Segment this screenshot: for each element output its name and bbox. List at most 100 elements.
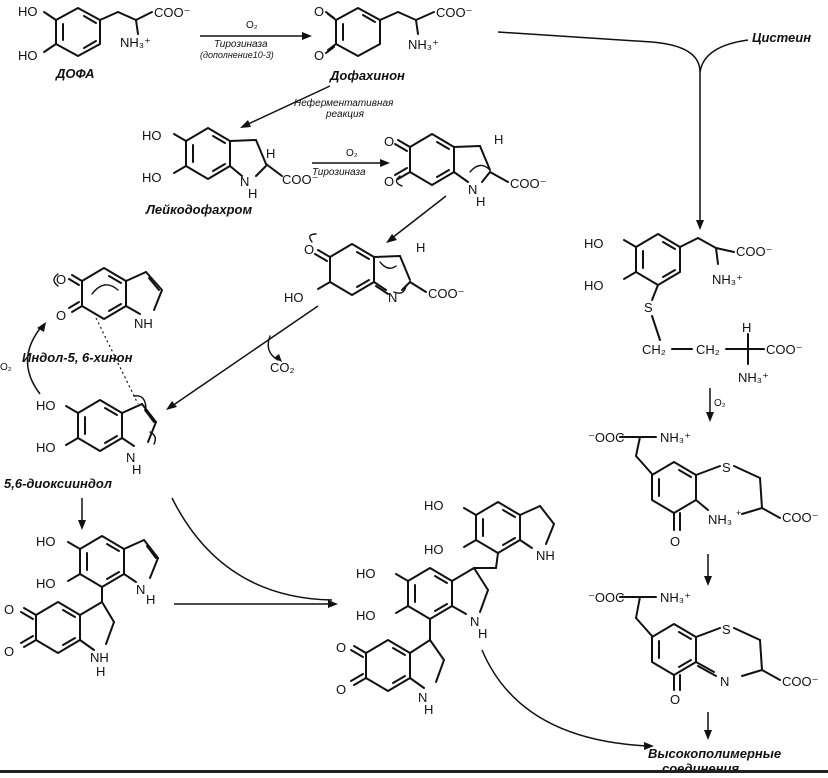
cysteine-label: Цистеин [752, 30, 811, 45]
dopaquinone-o-bottom: O [314, 48, 324, 63]
leucodopachrome-structure: HO HO N H H COO⁻ Лейкодофахром [142, 127, 318, 217]
dopaquinone-carboxylate: COO⁻ [436, 5, 472, 20]
supplement-note: (дополнение10-3) [200, 50, 274, 60]
trimer-ring3-n-h: H [424, 702, 433, 717]
quinone-o-top: O [384, 134, 394, 149]
indole-quinone-o-top: O [56, 272, 66, 287]
dihydroxyindole-n-h: H [132, 462, 141, 477]
dopa-amine: NH₃⁺ [120, 35, 151, 50]
indole-quinone-o-bottom: O [56, 308, 66, 323]
indole-quinone-structure: O O NH [53, 267, 163, 331]
leucodopachrome-ho-bottom: HO [142, 170, 162, 185]
quinone-o-bottom: O [384, 174, 394, 189]
arrow-dopa-to-dopaquinone: O₂ Тирозиназа (дополнение10-3) [200, 20, 312, 60]
cq-o: O [670, 534, 680, 549]
o2-label-3: O₂ [0, 362, 12, 373]
arrow-dopaquinone-to-leucodopachrome: Неферментативная реакция [240, 85, 394, 128]
cq-carboxylate: COO⁻ [782, 510, 818, 525]
leucodopachrome-nh-h: H [248, 186, 257, 201]
co2-label: CO₂ [270, 360, 295, 375]
arrow-dihydroxyindole-to-dimer [78, 498, 86, 530]
arrow-dopaquinone-to-cysteinyldopa: Цистеин [497, 30, 811, 230]
leucodopachrome-quinone-structure: O O N H H COO⁻ [384, 132, 546, 209]
arrow-dimer-to-trimer [171, 497, 338, 608]
nonenzymatic-line2: реакция [325, 109, 365, 120]
cysteinyl-quinone-structure: ⁻OOC NH₃⁺ S NH₃ + COO⁻ O [588, 430, 818, 549]
dopa-label: ДОФА [55, 66, 95, 81]
scan-edge-line [0, 770, 828, 773]
bt-minus-ooc: ⁻OOC [588, 590, 624, 605]
dihydroxyindole-label: 5,6-диоксииндол [4, 476, 112, 491]
nonenzymatic-line1: Неферментативная [294, 97, 394, 109]
dimer-o-bottom: O [4, 644, 14, 659]
arrow-dihydroxyindole-to-quinone: O₂ [0, 322, 46, 395]
tyrosinase-label-1: Тирозиназа [214, 39, 268, 50]
cq-s: S [722, 460, 731, 475]
bt-n: N [720, 674, 729, 689]
dopaquinone-label: Дофахинон [329, 68, 405, 83]
tyrosinase-label-2: Тирозиназа [312, 167, 366, 178]
quinone-h: H [494, 132, 503, 147]
cq-minus-ooc: ⁻OOC [588, 430, 624, 445]
trimer-ring2-ho-top: HO [356, 566, 376, 581]
arrow-benzothiazine-to-polymer [704, 712, 712, 740]
dimer-nh-bottom-h: H [96, 664, 105, 679]
dopachrome-ho: HO [284, 290, 304, 305]
trimer-ring2-n-h: H [478, 626, 487, 641]
cysteinyldopa-ho-bottom: HO [584, 278, 604, 293]
leucodopachrome-ho-top: HO [142, 128, 162, 143]
arrow-trimer-to-polymer [481, 649, 654, 750]
cysteinyldopa-amine-2: NH₃⁺ [738, 370, 769, 385]
cysteinyldopa-ch2-a: CH₂ [642, 342, 666, 357]
quinone-nh-h: H [476, 194, 485, 209]
arrow-cysteinyldopa-to-quinone: O₂ [706, 388, 726, 422]
trimer-structure: HO HO NH HO HO N H O O N H [336, 498, 555, 717]
bt-o: O [670, 692, 680, 707]
arrow-leucodopachrome-to-quinone: O₂ Тирозиназа [312, 148, 390, 178]
cysteinyldopa-h: H [742, 320, 751, 335]
dimer-nh-top-n: N [136, 582, 145, 597]
dopachrome-n: N [388, 290, 397, 305]
bt-carboxylate: COO⁻ [782, 674, 818, 689]
cysteinyldopa-ho-top: HO [584, 236, 604, 251]
trimer-ring2-n: N [470, 614, 479, 629]
dihydroxyindole-ho-bottom: HO [36, 440, 56, 455]
benzothiazine-structure: ⁻OOC NH₃⁺ S N COO⁻ O [588, 590, 818, 707]
bt-amine: NH₃⁺ [660, 590, 691, 605]
dopa-ho-bottom: HO [18, 48, 38, 63]
polymer-label-line1: Высокополимерные [648, 746, 781, 761]
leucodopachrome-n: N [240, 174, 249, 189]
cysteinyldopa-carboxylate-2: COO⁻ [766, 342, 802, 357]
dihydroxyindole-ho-top: HO [36, 398, 56, 413]
dihydroxyindole-structure: HO HO N H [36, 395, 157, 477]
cysteinyldopa-amine: NH₃⁺ [712, 272, 743, 287]
dopa-carboxylate: COO⁻ [154, 5, 190, 20]
cq-amine: NH₃⁺ [660, 430, 691, 445]
dimer-ho-bottom: HO [36, 576, 56, 591]
o2-label-2: O₂ [346, 148, 358, 159]
dimer-nh-bottom-n: NH [90, 650, 109, 665]
bt-s: S [722, 622, 731, 637]
quinone-carboxylate: COO⁻ [510, 176, 546, 191]
arrow-quinone-to-benzothiazine [704, 554, 712, 586]
leucodopachrome-label: Лейкодофахром [145, 202, 252, 217]
cq-plus: + [736, 508, 741, 518]
leucodopachrome-carboxylate: COO⁻ [282, 172, 318, 187]
dimer-ho-top: HO [36, 534, 56, 549]
dopachrome-h: H [416, 240, 425, 255]
cysteinyldopa-structure: HO HO COO⁻ NH₃⁺ S CH₂ CH₂ H COO⁻ NH₃⁺ [584, 233, 802, 385]
cysteinyldopa-s: S [644, 300, 653, 315]
dimer-nh-top-h: H [146, 592, 155, 607]
dimer-structure: HO HO N H O O NH H [4, 534, 159, 679]
dopachrome-structure: O HO N H COO⁻ [284, 233, 464, 305]
indole-quinone-label: Индол-5, 6-хинон [22, 350, 133, 365]
dihydroxyindole-n: N [126, 450, 135, 465]
dopaquinone-amine: NH₃⁺ [408, 37, 439, 52]
indole-quinone-nh: NH [134, 316, 153, 331]
quinone-n: N [468, 182, 477, 197]
dopachrome-o: O [304, 242, 314, 257]
dimer-o-top: O [4, 602, 14, 617]
trimer-ring2-ho-bottom: HO [356, 608, 376, 623]
o2-label-1: O₂ [246, 20, 258, 31]
